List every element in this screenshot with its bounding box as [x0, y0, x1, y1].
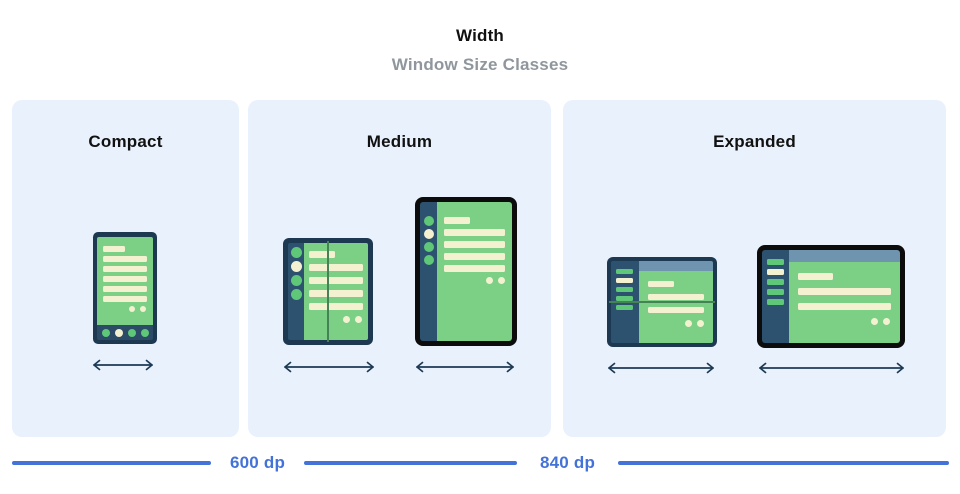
placeholder-text-line — [103, 286, 147, 292]
rail-dot — [290, 289, 302, 300]
ruler-line-segment — [304, 461, 517, 465]
page-title: Width — [455, 26, 505, 45]
placeholder-text-line — [103, 276, 147, 282]
width-arrow-icon — [416, 361, 514, 373]
phone-screen — [97, 237, 153, 325]
width-arrow-icon — [608, 362, 714, 374]
placeholder-text-line — [103, 296, 147, 302]
width-arrow-icon — [759, 362, 904, 374]
page-subtitle: Window Size Classes — [391, 55, 569, 74]
sidebar-item-bar — [767, 259, 784, 265]
app-top-bar — [639, 261, 713, 271]
action-dots — [444, 277, 505, 284]
panel-title-expanded: Expanded — [713, 132, 796, 151]
sidebar-item-bar — [767, 269, 784, 275]
phone-device — [93, 232, 157, 344]
fold-line — [327, 241, 329, 342]
placeholder-text-line — [309, 303, 363, 310]
phone-navbar — [97, 325, 153, 340]
rail-dot — [290, 275, 302, 286]
ruler-label-840dp: 840 dp — [539, 453, 596, 472]
device-screen — [789, 262, 900, 343]
foldable-landscape-device — [607, 257, 717, 347]
nav-dot — [114, 328, 123, 337]
placeholder-text-line — [103, 266, 147, 272]
panel-compact: Compact — [12, 100, 239, 437]
placeholder-text-line — [309, 264, 363, 271]
placeholder-text-line — [309, 290, 363, 297]
placeholder-text-line — [444, 229, 505, 236]
rail-dot — [423, 229, 434, 239]
fold-line — [609, 301, 715, 303]
rail-dot — [423, 216, 434, 226]
panel-title-medium: Medium — [366, 132, 433, 151]
sidebar-item-bar — [616, 269, 633, 274]
action-dots — [103, 306, 146, 312]
placeholder-text-line — [648, 281, 674, 287]
sidebar-item-bar — [767, 299, 784, 305]
panel-expanded: Expanded — [563, 100, 946, 437]
device-main-pane — [639, 261, 713, 343]
ruler-line-segment — [12, 461, 211, 465]
panel-title-compact: Compact — [88, 132, 163, 151]
nav-dot — [101, 328, 110, 337]
placeholder-text-line — [444, 253, 505, 260]
ruler-line-segment — [618, 461, 949, 465]
placeholder-text-line — [444, 241, 505, 248]
sidebar-item-bar — [616, 296, 633, 301]
sidebar-item-bar — [616, 278, 633, 283]
placeholder-text-line — [103, 246, 125, 252]
sidebar-item-bar — [767, 279, 784, 285]
sidebar-item-bar — [616, 305, 633, 310]
rail-dot — [423, 255, 434, 265]
sidebar-item-bar — [767, 289, 784, 295]
header: Width Window Size Classes — [0, 26, 960, 75]
placeholder-text-line — [309, 251, 335, 258]
action-dots — [648, 320, 704, 327]
width-arrow-icon — [93, 359, 153, 371]
ruler-label-600dp: 600 dp — [229, 453, 286, 472]
placeholder-text-line — [798, 273, 833, 280]
rail-dot — [290, 261, 302, 272]
device-screen — [304, 243, 368, 340]
placeholder-text-line — [103, 256, 147, 262]
nav-rail — [288, 243, 304, 340]
placeholder-text-line — [798, 288, 891, 295]
device-main-pane — [789, 250, 900, 343]
panel-medium: Medium — [248, 100, 551, 437]
rail-dot — [423, 242, 434, 252]
placeholder-text-line — [798, 303, 891, 310]
device-screen — [437, 202, 512, 341]
placeholder-text-line — [309, 277, 363, 284]
sidebar-item-bar — [616, 287, 633, 292]
action-dots — [309, 316, 362, 323]
action-dots — [798, 318, 890, 325]
tablet-landscape-device — [757, 245, 905, 348]
tablet-portrait-device — [415, 197, 517, 346]
dp-ruler: 600 dp 840 dp — [0, 452, 960, 474]
device-screen — [639, 271, 713, 343]
nav-dot — [140, 328, 149, 337]
sidebar-nav — [762, 250, 789, 343]
placeholder-text-line — [648, 294, 704, 300]
placeholder-text-line — [444, 265, 505, 272]
foldable-portrait-device — [283, 238, 373, 345]
nav-rail — [420, 202, 437, 341]
placeholder-text-line — [648, 307, 704, 313]
width-arrow-icon — [284, 361, 374, 373]
placeholder-text-line — [444, 217, 470, 224]
app-top-bar — [789, 250, 900, 262]
nav-dot — [127, 328, 136, 337]
rail-dot — [290, 247, 302, 258]
